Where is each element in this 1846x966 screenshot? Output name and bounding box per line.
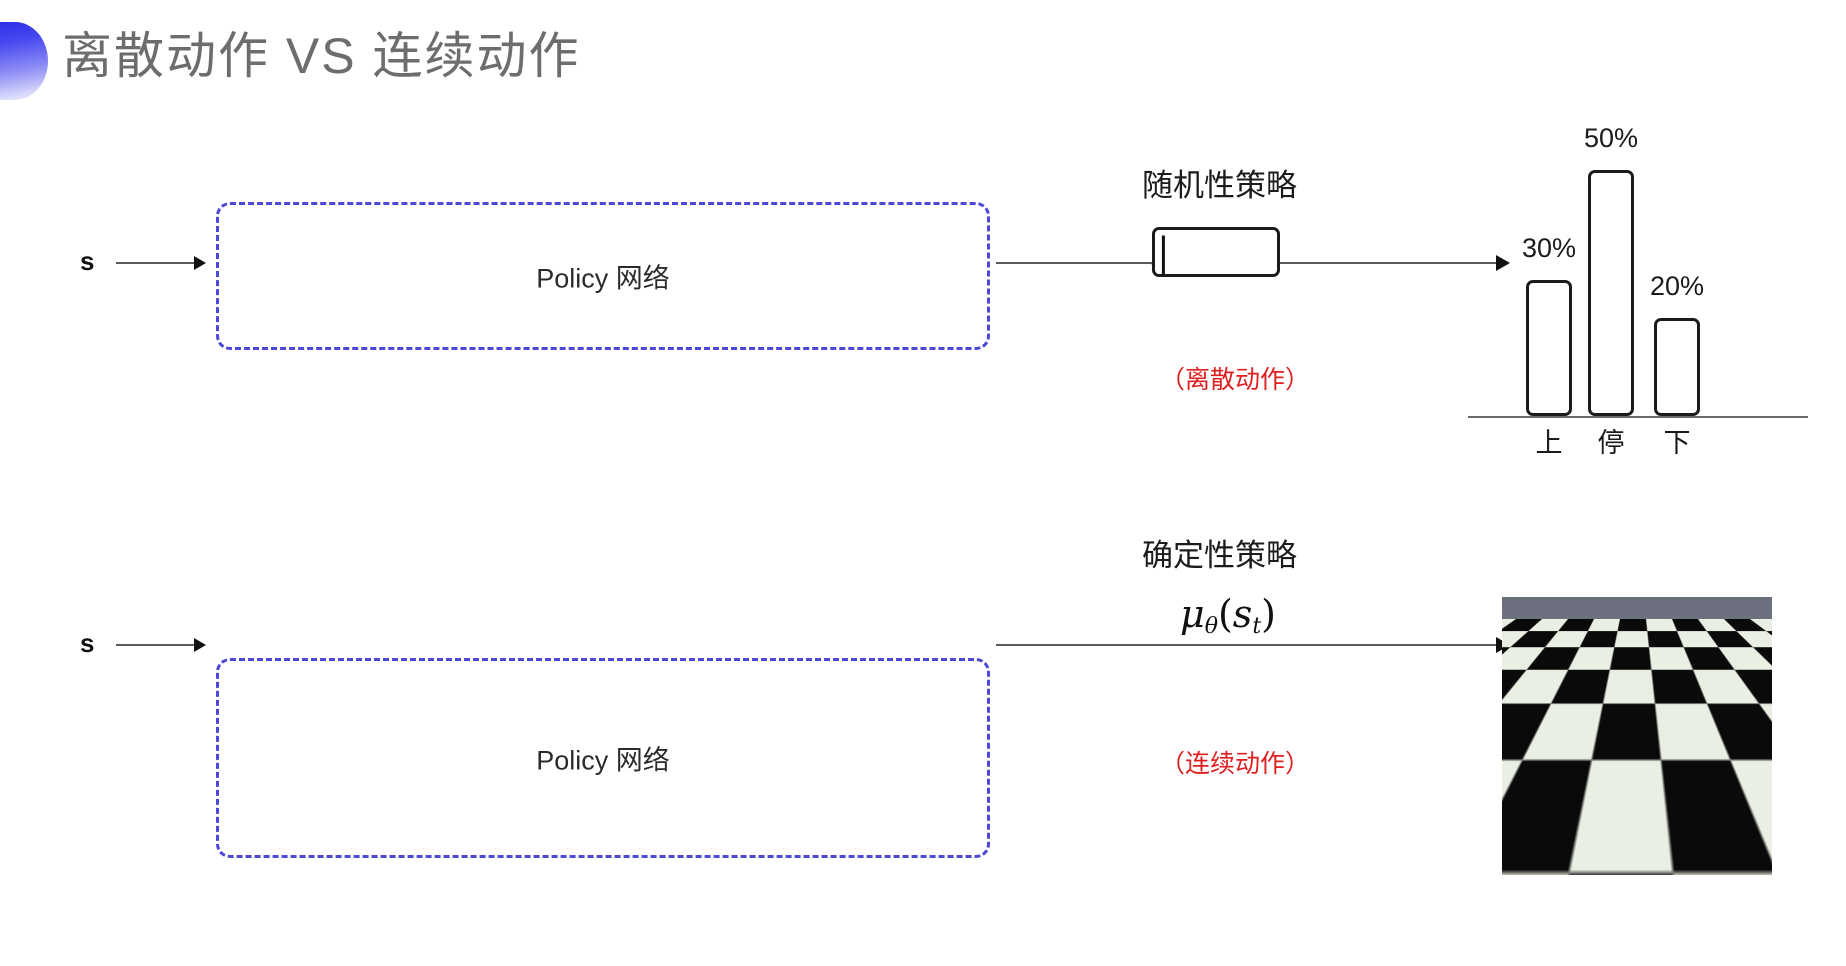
policy-type-title-continuous: 确定性策略 (1142, 530, 1297, 575)
bar-value-label-2: 20% (1650, 271, 1704, 302)
policy-network-box-continuous[interactable]: Policy 网络 (216, 658, 990, 858)
formula-conditional-bar-discrete: | (1152, 227, 1280, 277)
formula-arg1-sub-continuous: t (1252, 614, 1261, 639)
state-input-arrow-discrete (116, 262, 204, 264)
formula-function-continuous: μ (1180, 592, 1205, 636)
humanoid-simulation-image (1502, 597, 1772, 875)
policy-type-title-discrete: 随机性策略 (1142, 160, 1297, 205)
policy-formula-discrete: πθ(at|st) (1152, 230, 1280, 277)
chart-baseline-axis (1468, 416, 1808, 418)
formula-arg1-continuous: s (1233, 592, 1253, 636)
bar-2[interactable] (1654, 318, 1700, 416)
action-type-note-discrete: （离散动作） (1160, 360, 1310, 396)
humanoid-foot (1594, 833, 1620, 855)
bar-category-label-0: 上 (1536, 421, 1563, 460)
policy-output-arrow-continuous (996, 644, 1508, 646)
policy-network-box-discrete[interactable]: Policy 网络 (216, 202, 990, 350)
policy-formula-continuous: μθ(st) (1180, 592, 1276, 639)
policy-network-label-discrete: Policy 网络 (219, 257, 987, 296)
state-input-label-discrete: s (80, 246, 94, 277)
state-input-label-continuous: s (80, 628, 94, 659)
bar-value-label-1: 50% (1584, 123, 1638, 154)
formula-theta-continuous: θ (1205, 614, 1218, 639)
humanoid-hand (1654, 695, 1670, 711)
page-title: 离散动作 VS 连续动作 (62, 25, 580, 88)
bar-0[interactable] (1526, 280, 1572, 416)
policy-network-label-continuous: Policy 网络 (219, 739, 987, 778)
bar-1[interactable] (1588, 170, 1634, 416)
formula-close-paren-continuous: ) (1261, 592, 1276, 636)
action-probability-bar-chart: 30% 上 50% 停 20% 下 (1468, 96, 1808, 418)
state-input-arrow-continuous (116, 644, 204, 646)
title-decoration-circle (0, 22, 48, 100)
action-type-note-continuous: （连续动作） (1160, 744, 1310, 780)
bar-value-label-0: 30% (1522, 233, 1576, 264)
bar-category-label-2: 下 (1664, 421, 1691, 460)
formula-open-paren-continuous: ( (1218, 592, 1233, 636)
bar-category-label-1: 停 (1598, 421, 1625, 460)
